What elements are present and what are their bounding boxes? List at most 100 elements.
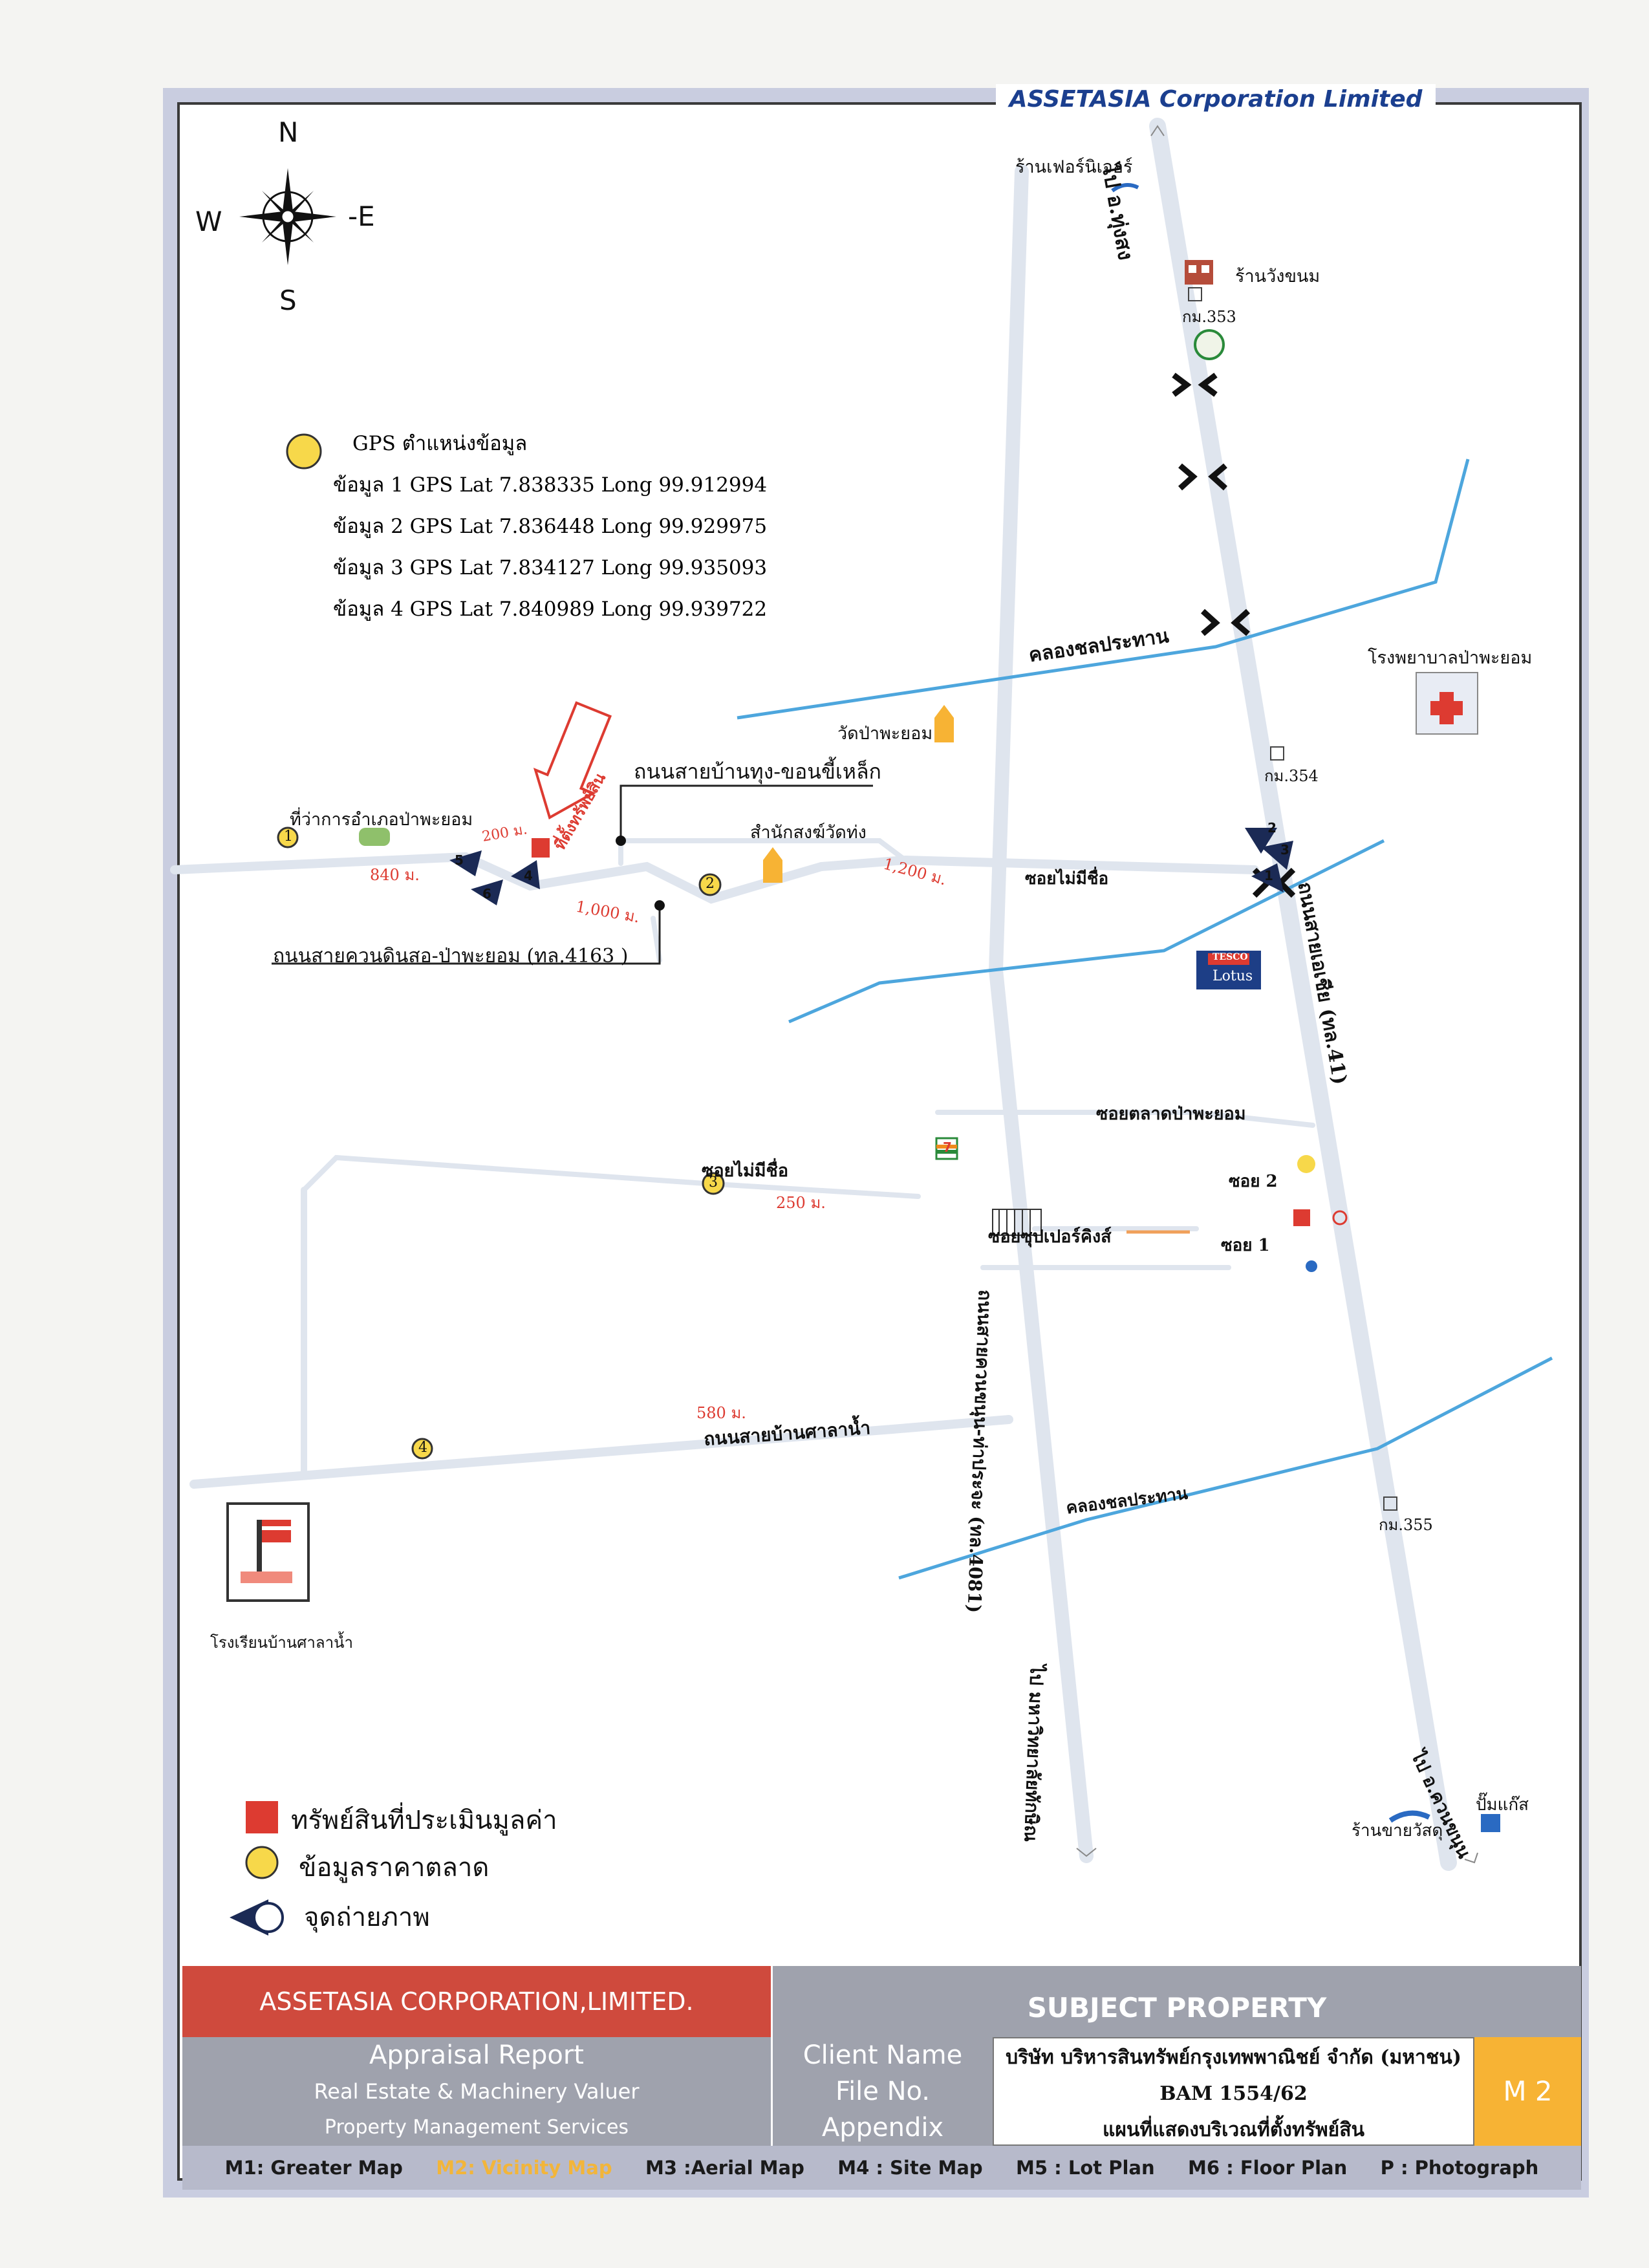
- km-post-354: [1270, 746, 1284, 761]
- value-file-no: BAM 1554/62: [1159, 2082, 1308, 2105]
- pin-icon: [1306, 1260, 1317, 1272]
- photo-number: 5: [455, 852, 464, 868]
- tab-greater-map[interactable]: M1: Greater Map: [224, 2157, 403, 2179]
- junction-dot: [616, 836, 626, 846]
- photo-number: 4: [524, 868, 533, 883]
- temple-icon: [934, 705, 954, 742]
- photo-number: 6: [482, 886, 491, 902]
- market-marker-number: 3: [709, 1174, 718, 1191]
- gps-legend-title: GPS ตำแหน่งข้อมูล: [352, 432, 528, 455]
- bank-icon: [1332, 1210, 1348, 1226]
- tab-vicinity-map[interactable]: M2: Vicinity Map: [436, 2157, 612, 2179]
- label-dist-250: 250 ม.: [776, 1194, 826, 1212]
- market-marker-number: 4: [418, 1440, 427, 1456]
- monk-office-icon: [763, 847, 782, 883]
- tab-aerial-map[interactable]: M3 :Aerial Map: [645, 2157, 804, 2179]
- market-marker-3: [702, 1172, 725, 1195]
- label-hospital: โรงพยาบาลป่าพะยอม: [1368, 648, 1533, 668]
- photo-number: 3: [1280, 842, 1289, 858]
- footer-values: บริษัท บริหารสินทรัพย์กรุงเทพพาณิชย์ จำก…: [993, 2037, 1474, 2146]
- compass-w: W: [195, 206, 222, 237]
- label-scrap-shop: ร้านขายวัสดุ: [1352, 1821, 1443, 1841]
- gps-row: ข้อมูล 2 GPS Lat 7.836448 Long 99.929975: [333, 515, 768, 538]
- photo-point-6: [471, 880, 503, 905]
- label-seven-eleven: 7: [943, 1139, 952, 1155]
- label-soi-2: ซอย 2: [1229, 1172, 1278, 1191]
- tesco-lotus-logo: [1196, 951, 1261, 989]
- market-marker-number: 2: [706, 876, 715, 892]
- shop-marker-icon: [1297, 1155, 1315, 1173]
- label-road-thung-khon: ถนนสายบ้านทุง-ขอนขี้เหล็ก: [634, 759, 881, 784]
- district-office-icon: [359, 828, 390, 846]
- label-district-office: ที่ว่าการอำเภอป่าพะยอม: [290, 810, 473, 830]
- bridge-2: [1178, 463, 1228, 491]
- legend-property-swatch: [246, 1801, 278, 1833]
- market-marker-2: [698, 873, 722, 896]
- legend-market: ข้อมูลราคาตลาด: [299, 1853, 490, 1883]
- label-km353: กม.353: [1182, 308, 1236, 326]
- route-line-1: [620, 784, 873, 841]
- junction-dot: [654, 900, 665, 911]
- photo-point-1: [1251, 863, 1284, 892]
- tab-floor-plan[interactable]: M6 : Floor Plan: [1188, 2157, 1348, 2179]
- label-school: โรงเรียนบ้านศาลาน้ำ: [210, 1634, 353, 1652]
- gps-row: ข้อมูล 1 GPS Lat 7.838335 Long 99.912994: [333, 473, 768, 497]
- gas-pump-icon: [1481, 1814, 1500, 1832]
- label-km354: กม.354: [1264, 767, 1319, 785]
- km-post-355: [1383, 1496, 1397, 1511]
- compass-n: N: [278, 116, 299, 148]
- label-monk-office: สำนักสงฆ์วัดท่ง: [750, 823, 867, 843]
- seven-eleven-icon: [935, 1137, 958, 1160]
- label-soi-super: ซอยซุปเปอร์คิงส์: [988, 1227, 1112, 1247]
- compass-e: -E: [348, 200, 375, 232]
- road-4081: [988, 164, 1094, 1863]
- value-client-name: บริษัท บริหารสินทรัพย์กรุงเทพพาณิชย์ จำก…: [1006, 2046, 1461, 2069]
- service-management: Property Management Services: [324, 2116, 629, 2139]
- service-appraisal: Appraisal Report: [369, 2040, 584, 2070]
- label-temple: วัดป่าพะยอม: [837, 724, 933, 744]
- canal-top: [737, 459, 1470, 720]
- school-icon: [226, 1502, 310, 1602]
- subject-property-marker: [532, 838, 550, 858]
- road-sala-nam: [189, 1415, 1013, 1489]
- compass-s: S: [279, 285, 297, 316]
- shop-icon: [1185, 260, 1213, 285]
- photo-number: 2: [1267, 820, 1277, 836]
- store-icon: [1293, 1209, 1310, 1226]
- label-km355: กม.355: [1379, 1516, 1433, 1534]
- label-appendix: Appendix: [821, 2113, 944, 2143]
- property-arrow: [533, 701, 612, 820]
- market-marker-number: 1: [284, 828, 293, 845]
- legend-photo: จุดถ่ายภาพ: [304, 1903, 430, 1932]
- legend-photo-swatch: [230, 1899, 284, 1936]
- gps-row: ข้อมูล 3 GPS Lat 7.834127 Long 99.935093: [333, 556, 768, 579]
- footer-page-code: M 2: [1474, 2037, 1581, 2146]
- photo-number: 1: [1264, 868, 1273, 883]
- label-tesco: TESCO: [1212, 952, 1248, 962]
- company-header: ASSETASIA Corporation Limited: [996, 84, 1436, 115]
- canal-mid: [788, 839, 1385, 1024]
- footer-map-tabs: M1: Greater Map M2: Vicinity Map M3 :Aer…: [182, 2146, 1581, 2190]
- legend-property: ทรัพย์สินที่ประเมินมูลค่า: [291, 1806, 557, 1835]
- label-wang-khanom: ร้านวังขนม: [1235, 266, 1320, 286]
- supermarket-icon: [992, 1209, 1042, 1236]
- tab-site-map[interactable]: M4 : Site Map: [837, 2157, 983, 2179]
- footer-company: ASSETASIA CORPORATION,LIMITED.: [182, 1966, 771, 2037]
- photo-point-2: [1245, 828, 1277, 854]
- label-soi-market: ซอยตลาดป่าพะยอม: [1096, 1104, 1246, 1124]
- label-lotus: Lotus: [1212, 968, 1253, 984]
- footer-subject: SUBJECT PROPERTY: [773, 1966, 1581, 2037]
- bridge-1: [1172, 373, 1218, 397]
- compass-rose: [239, 168, 336, 265]
- map-panel: [177, 102, 1582, 2181]
- footer-labels: Client Name File No. Appendix: [773, 2037, 993, 2146]
- tab-lot-plan[interactable]: M5 : Lot Plan: [1016, 2157, 1155, 2179]
- canal-bottom: [898, 1356, 1553, 1580]
- scrap-shop-icon: [1388, 1810, 1430, 1823]
- gas-station-icon: [1194, 329, 1225, 360]
- tab-photograph[interactable]: P : Photograph: [1380, 2157, 1539, 2179]
- gps-legend: GPS ตำแหน่งข้อมูล ข้อมูล 1 GPS Lat 7.838…: [278, 427, 767, 625]
- photo-point-4: [511, 860, 540, 889]
